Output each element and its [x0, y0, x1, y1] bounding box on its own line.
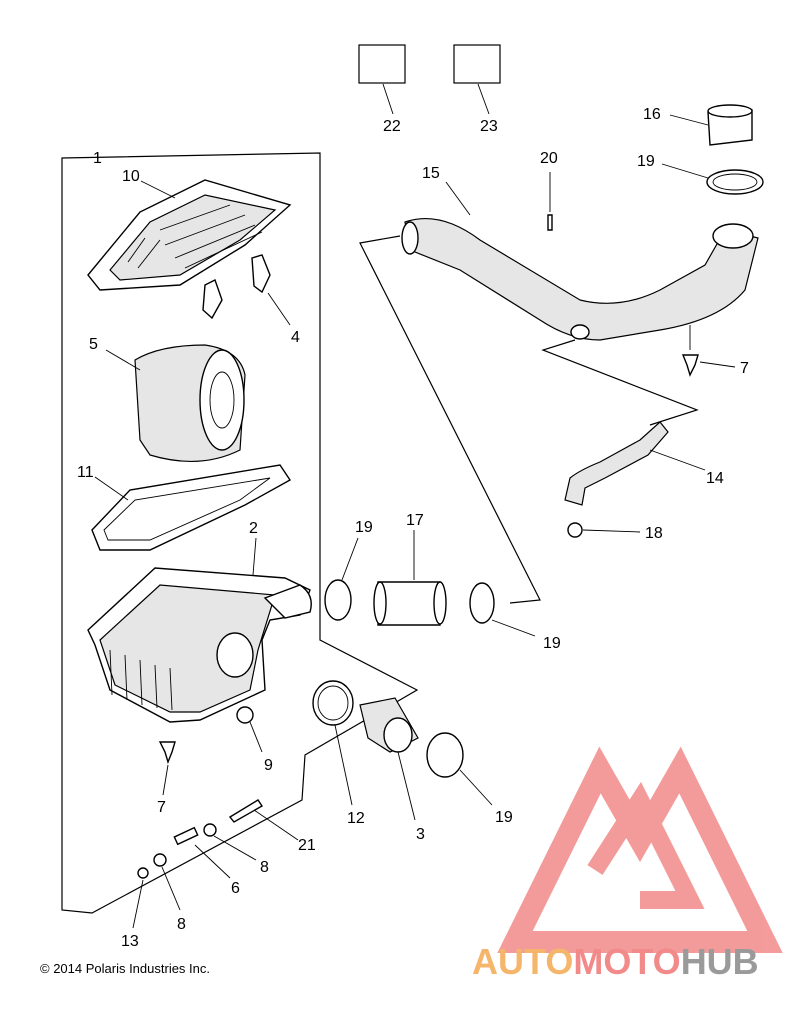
callout-2: 2 [249, 520, 258, 537]
spacer-8b [203, 823, 217, 837]
clamp-18 [567, 522, 583, 538]
callout-8b: 8 [260, 859, 269, 876]
airbox-base-2 [87, 567, 312, 723]
bolt-20 [547, 214, 553, 231]
copyright-text: © 2014 Polaris Industries Inc. [40, 961, 210, 976]
callout-19b: 19 [637, 153, 655, 170]
callout-15: 15 [422, 165, 440, 182]
airbox-lid-10 [87, 179, 292, 291]
callout-7b: 7 [740, 360, 749, 377]
group-bracket-1 [61, 152, 419, 914]
callout-9: 9 [264, 757, 273, 774]
drain-valve-7b [681, 354, 699, 377]
clips-4 [202, 254, 271, 320]
callout-21: 21 [298, 837, 316, 854]
plug-9 [236, 706, 254, 724]
callout-3: 3 [416, 826, 425, 843]
spacer-8a [153, 853, 167, 867]
callout-20: 20 [540, 150, 558, 167]
clamp-12 [312, 680, 354, 726]
group-bracket-14 [541, 339, 699, 426]
intake-tube-15 [401, 217, 759, 341]
drain-hose-14 [564, 421, 669, 506]
group-bracket-15 [359, 235, 541, 604]
sleeve-16 [707, 104, 753, 146]
sleeve-17 [373, 581, 447, 626]
box-23 [453, 44, 501, 84]
gasket-11 [91, 464, 292, 551]
callout-14: 14 [706, 470, 724, 487]
clamp-19b [706, 169, 764, 195]
callout-1: 1 [93, 150, 102, 167]
callout-17: 17 [406, 512, 424, 529]
box-22 [358, 44, 406, 84]
callout-5: 5 [89, 336, 98, 353]
air-filter-5 [134, 344, 246, 462]
coupler-3 [359, 697, 419, 753]
callout-11: 11 [77, 464, 94, 481]
nut-13 [137, 867, 149, 879]
watermark-moto: MOTO [573, 941, 681, 982]
callout-19d: 19 [495, 809, 513, 826]
callout-7a: 7 [157, 799, 166, 816]
callout-10: 10 [122, 168, 140, 185]
callout-12: 12 [347, 810, 365, 827]
callout-19c: 19 [543, 635, 561, 652]
clamp-19c [469, 582, 495, 624]
callout-23: 23 [480, 118, 498, 135]
watermark-auto: AUTO [472, 941, 574, 982]
callout-8a: 8 [177, 916, 186, 933]
watermark-hub: HUB [680, 941, 759, 982]
callout-4: 4 [291, 329, 300, 346]
callout-22: 22 [383, 118, 401, 135]
watermark-logo [497, 746, 783, 953]
tube-6 [173, 826, 199, 846]
callout-6: 6 [231, 880, 240, 897]
bolt-21 [228, 799, 263, 823]
callout-16: 16 [643, 106, 661, 123]
callout-19a: 19 [355, 519, 373, 536]
callout-13: 13 [121, 933, 139, 950]
drain-valve-7a [158, 741, 176, 765]
watermark-text: AUTOMOTOHUB [472, 941, 759, 983]
callout-labels: 1 2 3 4 5 6 7 7 8 8 9 10 11 12 13 14 15 … [77, 106, 749, 950]
clamp-19d [426, 732, 464, 778]
callout-18: 18 [645, 525, 663, 542]
clamp-19a [324, 579, 352, 621]
